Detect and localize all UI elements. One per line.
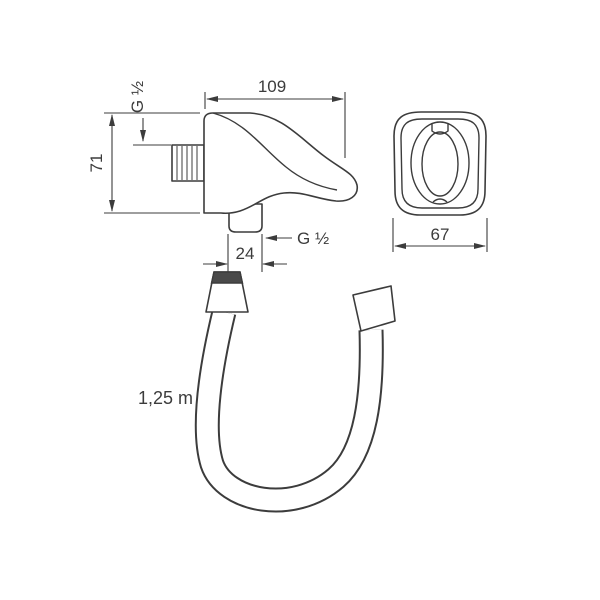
hose-connector-right <box>352 285 396 332</box>
holder-socket-outer <box>410 121 470 205</box>
hose-tube-fill <box>196 309 382 511</box>
holder-inner-contour <box>400 118 480 209</box>
dimension-annotations: 109 G ½ 71 24 G ½ 67 <box>87 77 488 272</box>
wall-outlet-side-view <box>171 112 359 233</box>
elbow-contour-line <box>212 112 338 191</box>
hose-length-label: 1,25 m <box>138 388 193 408</box>
hose-conical-nut-cap <box>210 271 244 284</box>
thread-hatch <box>176 146 198 180</box>
holder-front-view <box>393 111 487 216</box>
dim-holder-label: 67 <box>431 225 450 244</box>
dim-outlet-label: 24 <box>236 244 255 263</box>
thread-bottom-label: G ½ <box>297 229 329 248</box>
holder-clip-bottom <box>432 198 448 203</box>
dim-width-label: 109 <box>258 77 286 96</box>
holder-clip-top <box>431 123 449 135</box>
shower-hose: 1,25 m <box>138 271 396 513</box>
thread-top-label: G ½ <box>128 81 147 113</box>
holder-socket-inner <box>421 131 459 197</box>
dim-height-label: 71 <box>87 154 106 173</box>
